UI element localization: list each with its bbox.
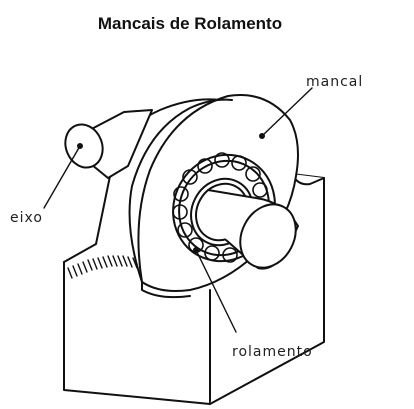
leader-dot-housing (259, 133, 265, 139)
label-bearing: rolamento (232, 344, 313, 360)
housing-lower-edge (141, 281, 191, 299)
housing-hatching (67, 255, 138, 279)
leader-dot-shaft (77, 143, 83, 149)
leader-line-shaft (43, 145, 81, 209)
diagram-title: Mancais de Rolamento (97, 14, 283, 33)
label-shaft: eixo (10, 210, 43, 226)
label-housing: mancal (306, 74, 363, 90)
leader-dot-bearing (193, 247, 199, 253)
housing-rim (128, 98, 233, 283)
shaft-front-end (239, 203, 297, 269)
shaft-back-end (64, 123, 104, 169)
leader-line-housing (261, 87, 313, 137)
leader-line-bearing (195, 249, 237, 333)
